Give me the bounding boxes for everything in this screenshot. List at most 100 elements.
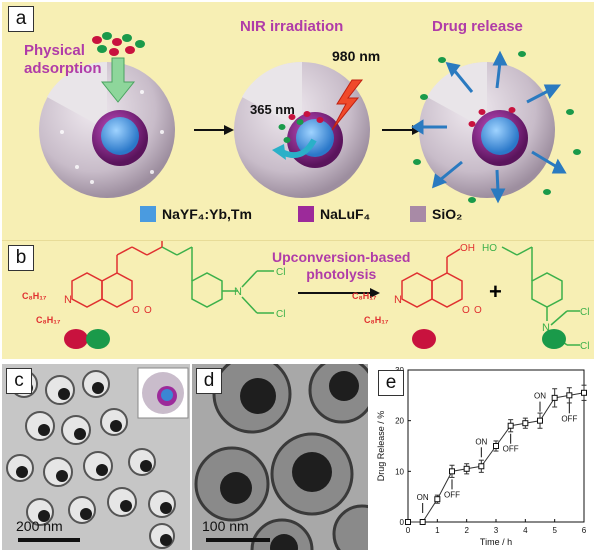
atom-n-1: N xyxy=(234,286,242,298)
nanoparticle-2 xyxy=(234,61,370,198)
data-point xyxy=(478,463,485,470)
scale-bar-c xyxy=(18,538,80,542)
ester-linker xyxy=(131,241,163,256)
legend-item-silica: SiO₂ xyxy=(410,206,462,222)
x-tick-label: 3 xyxy=(494,526,499,535)
atom-n-2: N xyxy=(64,294,72,306)
step1-line1: Physical xyxy=(24,42,85,59)
atom-o-2: O xyxy=(144,305,152,316)
uv-emission-arrow-icon xyxy=(272,138,317,160)
reaction-label-line2: photolysis xyxy=(306,266,377,282)
step1-label: Physical adsorption xyxy=(24,42,102,78)
atom-n-4: N xyxy=(542,322,550,334)
data-point xyxy=(405,519,411,525)
panel-a-graphics xyxy=(39,32,581,204)
panel-label-a: a xyxy=(8,6,34,32)
atom-cl-2: Cl xyxy=(276,309,285,320)
data-point xyxy=(551,394,558,401)
drug-pellet-red-2 xyxy=(412,329,436,349)
atom-o-3: O xyxy=(462,305,470,316)
reaction-arrow-icon xyxy=(298,288,380,298)
x-tick-label: 0 xyxy=(406,526,411,535)
data-point xyxy=(419,519,426,525)
step3-label: Drug release xyxy=(432,18,523,35)
wavelength-980-label: 980 nm xyxy=(332,48,381,64)
data-point xyxy=(463,465,470,472)
tem-image-c xyxy=(6,367,189,549)
data-point xyxy=(522,420,529,427)
legend-swatch-core xyxy=(140,206,156,222)
legend-item-shell: NaLuF₄ xyxy=(298,206,370,222)
substituent-1: C₈H₁₇ xyxy=(22,291,47,301)
y-tick-label: 10 xyxy=(395,467,404,476)
x-tick-label: 1 xyxy=(435,526,440,535)
panel-a: a xyxy=(2,2,594,240)
data-point xyxy=(581,389,587,396)
legend-label-silica: SiO₂ xyxy=(432,206,463,222)
annotation-on: ON xyxy=(417,493,429,502)
released-drugs xyxy=(413,51,581,203)
scale-bar-d xyxy=(206,538,270,542)
atom-cl-4: Cl xyxy=(580,341,589,352)
data-point xyxy=(434,496,441,503)
nanoparticle-3 xyxy=(419,61,555,198)
panel-label-c: c xyxy=(6,368,32,394)
panel-label-e: e xyxy=(378,370,404,396)
reaction-label-line1: Upconversion-based xyxy=(272,249,411,265)
annotation-on: ON xyxy=(534,392,546,401)
legend-swatch-silica xyxy=(410,206,426,222)
plus-sign: + xyxy=(489,279,502,304)
panel-b: b N Cl Cl N O O xyxy=(2,240,594,359)
reactant-chlorambucil xyxy=(161,246,274,314)
x-tick-label: 5 xyxy=(552,526,557,535)
release-arrows-icon xyxy=(411,50,567,204)
product-coumarin xyxy=(401,248,463,308)
nir-lightning-icon xyxy=(331,79,364,131)
data-line xyxy=(408,392,585,523)
legend-label-core: NaYF₄:Yb,Tm xyxy=(162,206,252,222)
tem-image-d xyxy=(194,364,368,550)
nanoparticle-1 xyxy=(39,61,175,198)
panel-c: c 200 nm xyxy=(2,364,190,550)
x-tick-label: 4 xyxy=(523,526,528,535)
drug-pellet-green-2 xyxy=(542,329,566,349)
x-axis-label: Time / h xyxy=(480,537,512,547)
atom-cl-1: Cl xyxy=(276,267,285,278)
atom-o-4: O xyxy=(474,305,482,316)
step2-label: NIR irradiation xyxy=(240,18,344,35)
data-point xyxy=(507,422,514,429)
wavelength-365-label: 365 nm xyxy=(250,102,295,117)
legend-swatch-shell xyxy=(298,206,314,222)
atom-ho: HO xyxy=(482,243,497,254)
adsorption-arrow-icon xyxy=(100,57,136,103)
panel-d: d 100 nm xyxy=(192,364,368,550)
x-tick-label: 6 xyxy=(582,526,587,535)
drug-pellet-green-1 xyxy=(86,329,110,349)
panel-label-b: b xyxy=(8,245,34,271)
drug-molecules xyxy=(92,32,145,56)
data-point xyxy=(537,417,543,424)
data-point xyxy=(493,443,499,449)
process-arrow-1-icon xyxy=(194,125,234,135)
scale-label-c: 200 nm xyxy=(16,518,63,534)
product-chlorambucil xyxy=(501,246,580,346)
panel-label-d: d xyxy=(196,368,222,394)
annotation-off: OFF xyxy=(444,490,460,499)
annotation-off: OFF xyxy=(561,414,577,423)
legend-item-core: NaYF₄:Yb,Tm xyxy=(140,206,252,222)
annotation-off: OFF xyxy=(503,445,519,454)
atom-o-1: O xyxy=(132,305,140,316)
atom-oh: OH xyxy=(460,243,475,254)
atom-cl-3: Cl xyxy=(580,307,589,318)
y-tick-label: 0 xyxy=(400,518,405,527)
scale-label-d: 100 nm xyxy=(202,518,249,534)
substituent-4: C₈H₁₇ xyxy=(364,315,389,325)
data-point xyxy=(566,392,573,399)
y-tick-label: 20 xyxy=(395,417,404,426)
step1-line2: adsorption xyxy=(24,60,102,77)
atom-n-3: N xyxy=(394,294,402,306)
reaction-label: Upconversion-based photolysis xyxy=(272,249,410,283)
reactant-coumarin xyxy=(71,246,133,308)
